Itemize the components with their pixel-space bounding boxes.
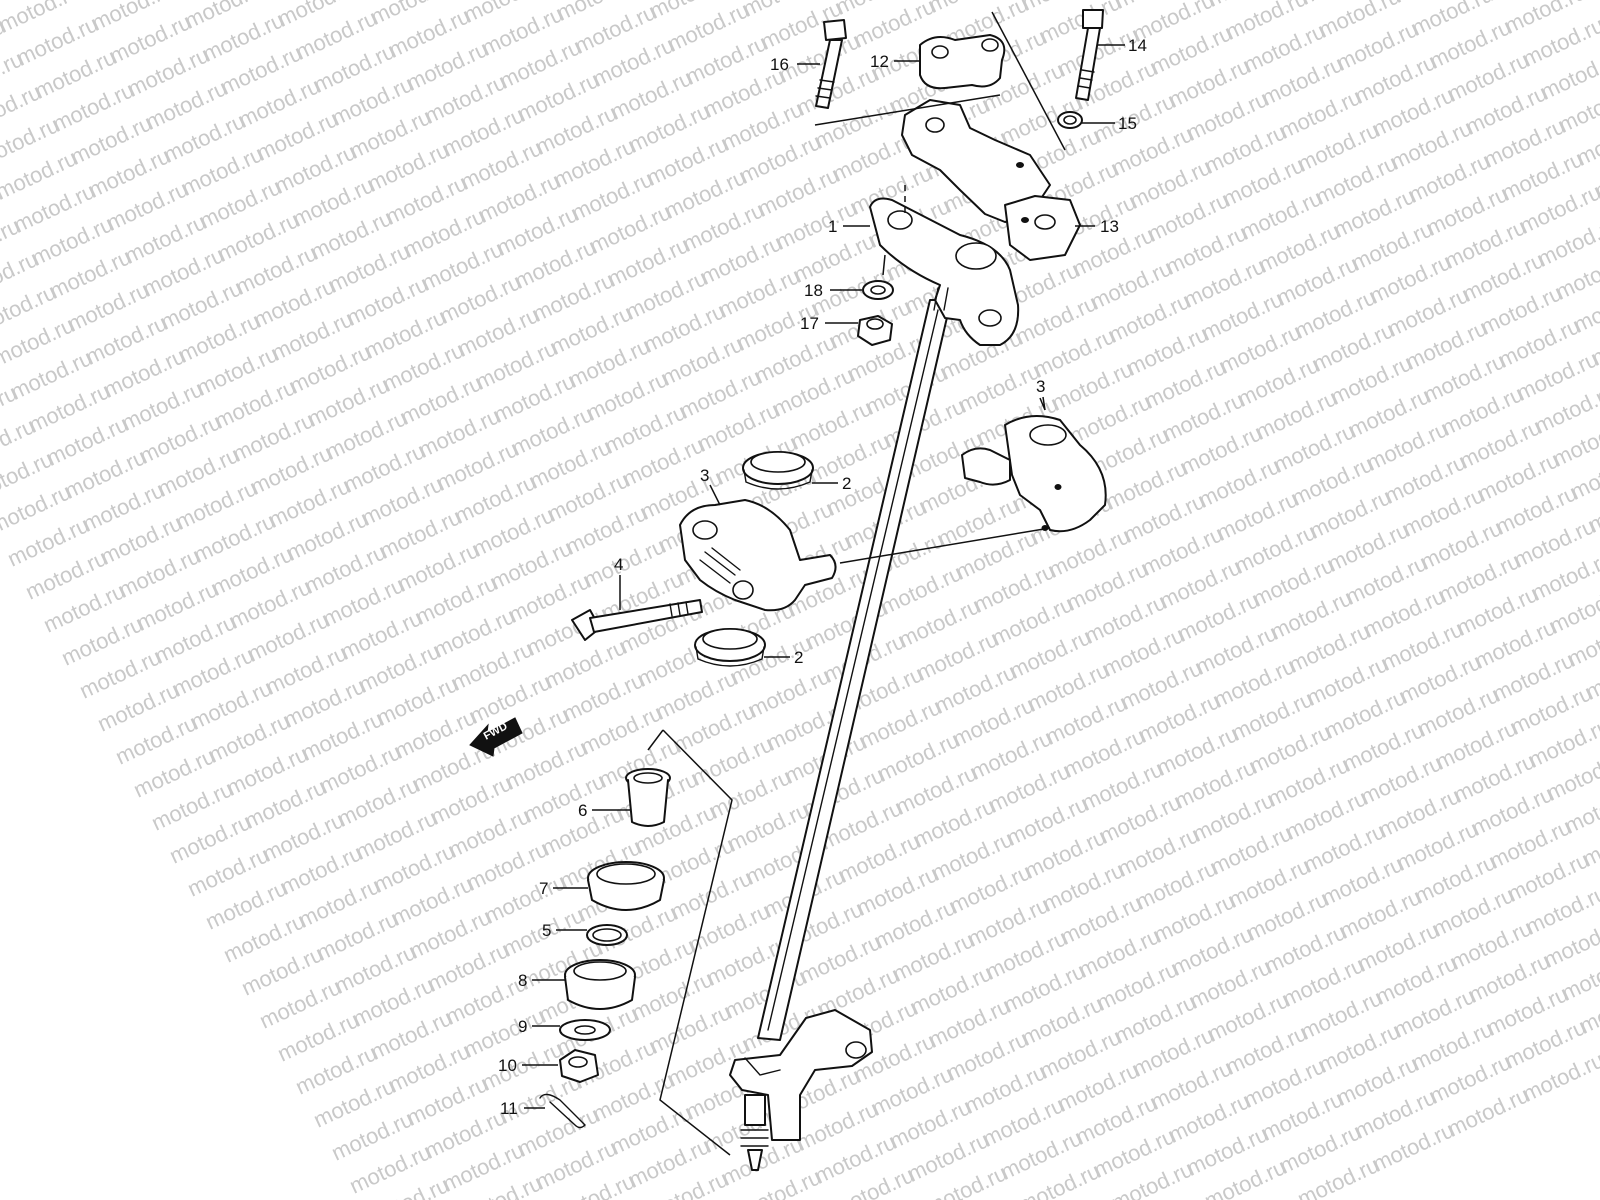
steering-shaft: [729, 299, 952, 1171]
handlebar-cap: [919, 34, 1006, 90]
upper-bracket: [869, 197, 1020, 346]
callout-7: 7: [539, 879, 548, 898]
callout-10: 10: [498, 1056, 517, 1075]
lower-bearing-stack: [539, 729, 733, 1156]
callout-15: 15: [1118, 114, 1137, 133]
callout-2b: 2: [794, 648, 803, 667]
callout-17: 17: [800, 314, 819, 333]
nut-17: [857, 315, 893, 346]
callout-8: 8: [518, 971, 527, 990]
callout-13: 13: [1100, 217, 1119, 236]
callout-2a: 2: [842, 474, 851, 493]
callout-4: 4: [614, 555, 623, 574]
watermark-text: motod.ru: [1576, 0, 1600, 4]
watermark-text: motod.ru: [1594, 0, 1600, 37]
seal-2-upper: [742, 451, 814, 490]
callout-6: 6: [578, 801, 587, 820]
callout-11: 11: [500, 1099, 518, 1118]
callout-3b: 3: [1036, 377, 1045, 396]
callout-5: 5: [542, 921, 551, 940]
callout-1: 1: [828, 217, 837, 236]
handlebar-holder: [901, 99, 1081, 261]
bolt-16: [815, 19, 847, 109]
shaft-holder-right: [961, 415, 1107, 533]
callout-16: 16: [770, 55, 789, 74]
callout-12: 12: [870, 52, 889, 71]
shaft-holder-left: [679, 499, 837, 612]
callout-3a: 3: [700, 466, 709, 485]
callout-18: 18: [804, 281, 823, 300]
callout-14: 14: [1128, 36, 1147, 55]
callout-labels: 1 2 2 3 3 4 5 6 7 8 9 10 11: [498, 36, 1147, 1118]
bolt-4: [571, 599, 703, 641]
bolt-14: [1075, 9, 1104, 101]
callout-9: 9: [518, 1017, 527, 1036]
seal-2-lower: [694, 628, 766, 667]
